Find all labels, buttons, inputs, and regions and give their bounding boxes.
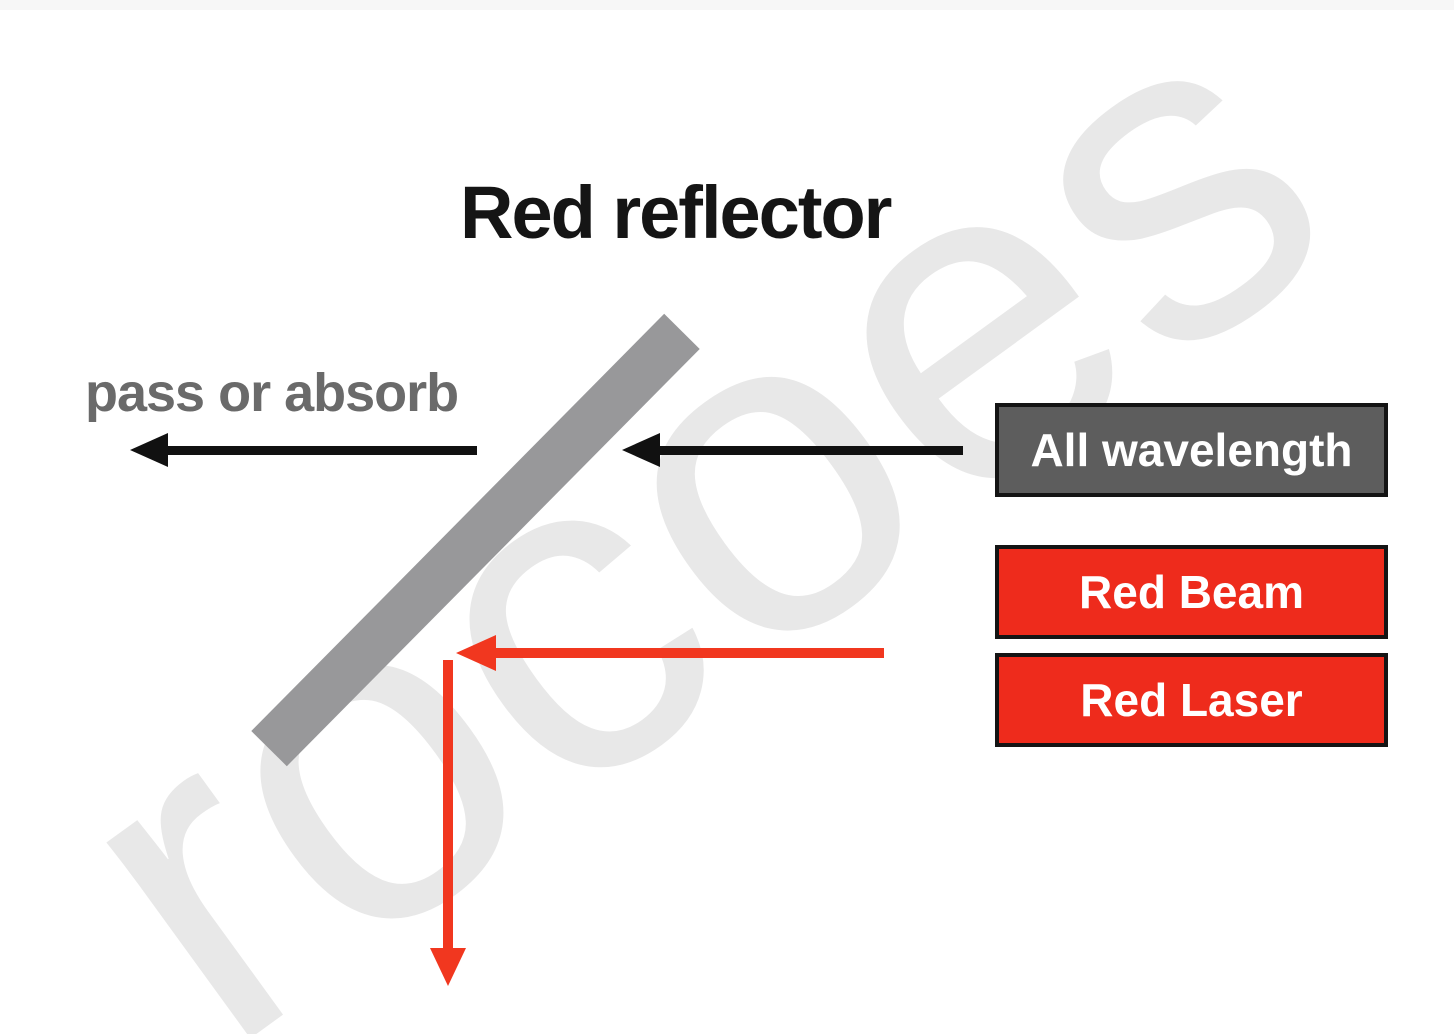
pass-or-absorb-label: pass or absorb [85, 363, 459, 423]
watermark-text: rocoes [0, 0, 1409, 1034]
red-beam-line [492, 648, 884, 658]
red-laser-box: Red Laser [995, 653, 1388, 747]
arrowhead-left-icon [456, 635, 496, 671]
red-reflected-line [443, 660, 453, 950]
red-beam-box: Red Beam [995, 545, 1388, 639]
arrowhead-left-icon [130, 433, 168, 467]
all-wavelength-box: All wavelength [995, 403, 1388, 497]
red-beam-label: Red Beam [1079, 566, 1304, 618]
top-edge-band [0, 0, 1454, 10]
pass-beam-line [160, 446, 477, 455]
all-wavelength-label: All wavelength [1030, 424, 1353, 476]
page-title: Red reflector [460, 171, 892, 254]
arrowhead-down-icon [430, 948, 466, 986]
red-laser-label: Red Laser [1080, 674, 1303, 726]
arrowhead-left-icon [622, 433, 660, 467]
incident-beam-line [655, 446, 963, 455]
